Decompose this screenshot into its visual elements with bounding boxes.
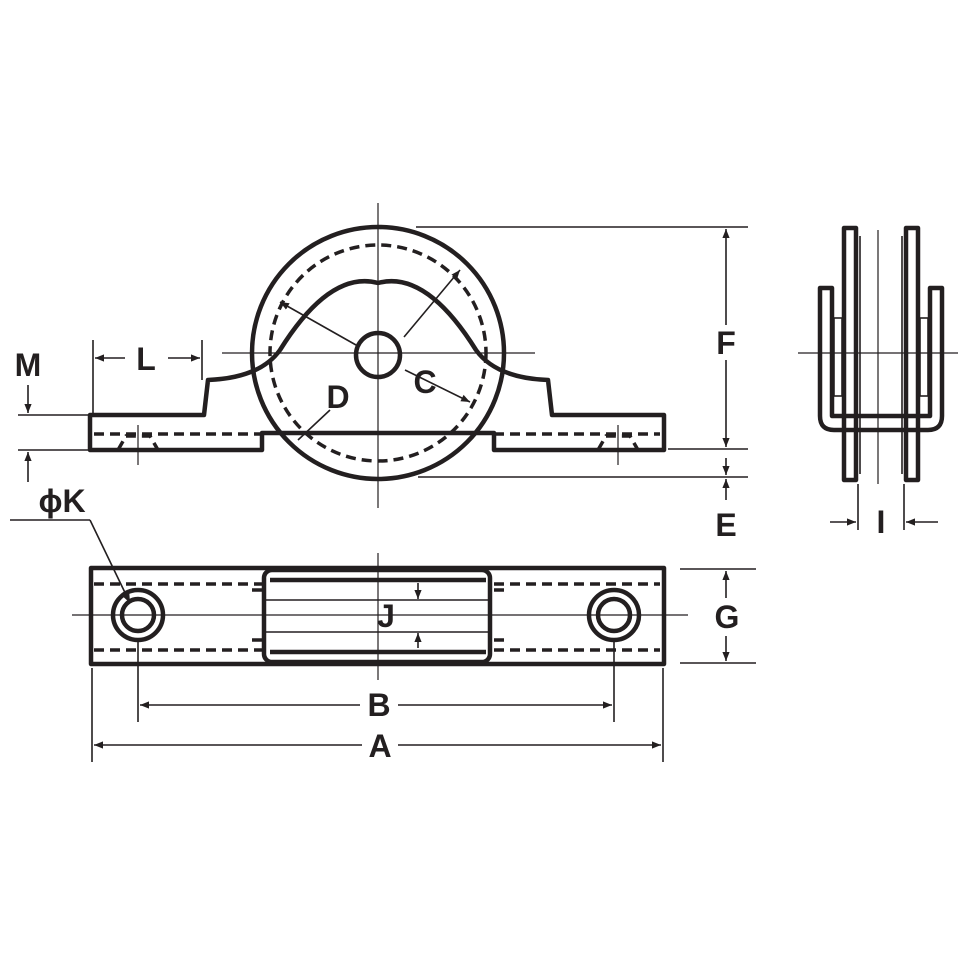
- axle-hole: [353, 330, 403, 380]
- dim-label-f: F: [716, 325, 736, 361]
- dim-label-l: L: [136, 341, 156, 377]
- dim-label-b: B: [367, 687, 390, 723]
- countersink-left: [116, 434, 160, 451]
- countersink-right: [596, 434, 640, 451]
- dim-label-e: E: [715, 507, 736, 543]
- top-view: J ϕK G B A: [10, 483, 756, 764]
- bushing-right: [919, 317, 929, 397]
- dim-label-k: ϕK: [38, 483, 85, 519]
- wheel-outer-circle: [249, 224, 507, 482]
- dim-d-leader: [279, 301, 357, 346]
- axle-hidden-marks: [252, 588, 506, 642]
- mounting-hole-left-inner: [119, 596, 157, 634]
- dim-d-pointer: [297, 409, 331, 441]
- bracket-outline: [87, 279, 667, 453]
- mounting-hole-right-inner: [595, 596, 633, 634]
- side-view: I: [798, 225, 958, 540]
- dim-c-leader-lower: [404, 369, 471, 403]
- wheel-groove-circle: [268, 243, 488, 463]
- dim-label-d: D: [326, 379, 349, 415]
- dim-label-c: C: [413, 364, 436, 400]
- dim-label-j: J: [377, 598, 395, 634]
- wheel-slot: [261, 567, 493, 665]
- wheel-flange-left: [841, 225, 859, 483]
- dim-label-g: G: [715, 599, 740, 635]
- u-bracket: [817, 285, 945, 433]
- dim-c-leader-upper: [403, 269, 461, 338]
- front-view: D C L M F E: [15, 203, 748, 543]
- dim-k-leader: [89, 519, 131, 604]
- dim-label-i: I: [877, 504, 886, 540]
- dim-label-a: A: [368, 728, 391, 764]
- bushing-left: [833, 317, 843, 397]
- dim-label-m: M: [15, 347, 42, 383]
- wheel-flange-right: [903, 225, 921, 483]
